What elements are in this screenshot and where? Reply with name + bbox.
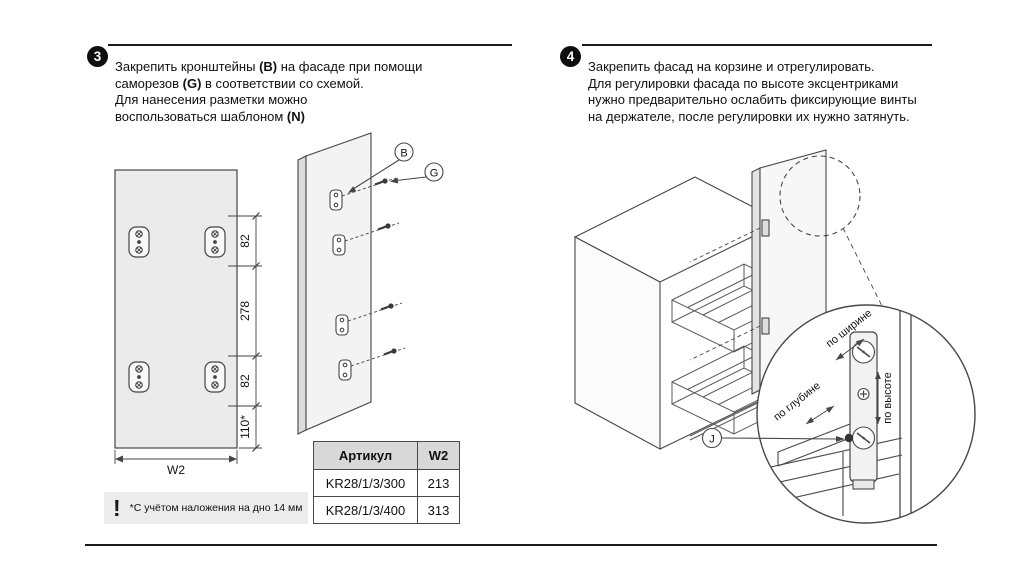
width-dimension xyxy=(114,450,238,464)
w2-cell: 213 xyxy=(417,469,460,497)
front-view-diagram: 82 278 82 110* W2 xyxy=(114,169,262,477)
label-g: G xyxy=(430,168,439,180)
label-b: B xyxy=(400,148,407,160)
table-row: KR28/1/3/300 213 xyxy=(313,469,460,497)
height-adjust-label: по высоте xyxy=(882,372,894,423)
w2-cell: 313 xyxy=(417,496,460,524)
screw-guide-lines xyxy=(341,177,406,367)
step-4-divider xyxy=(582,44,932,46)
bracket xyxy=(128,226,150,258)
dim-82-top-label: 82 xyxy=(238,234,252,248)
text-line: саморезов (G) в соответствии со схемой. xyxy=(115,75,364,91)
screw xyxy=(380,303,394,311)
dim-110-label: 110* xyxy=(238,415,252,439)
bracket xyxy=(329,189,343,211)
article-table: Артикул W2 KR28/1/3/300 213 KR28/1/3/400… xyxy=(313,441,460,524)
bracket xyxy=(335,314,349,336)
bracket xyxy=(204,361,226,393)
dim-278-label: 278 xyxy=(238,301,252,321)
text-line: Для регулировки фасада по высоте эксцент… xyxy=(588,75,899,91)
callout-b xyxy=(348,142,414,193)
step-4-instructions: Закрепить фасад на корзине и отрегулиров… xyxy=(588,59,933,125)
table-header-article: Артикул xyxy=(313,441,418,470)
facade-panel xyxy=(114,169,238,449)
footnote-text: *С учётом наложения на дно 14 мм xyxy=(129,502,303,514)
table-row: KR28/1/3/400 313 xyxy=(313,496,460,524)
screw-head xyxy=(844,433,854,443)
screw xyxy=(377,223,391,231)
dim-82-bottom-label: 82 xyxy=(238,374,252,388)
table-header-w2: W2 xyxy=(417,441,460,470)
screw xyxy=(374,178,388,186)
text-line: Для нанесения разметки можно xyxy=(115,92,308,107)
article-cell: KR28/1/3/300 xyxy=(313,469,418,497)
panel-face xyxy=(305,132,372,431)
article-cell: KR28/1/3/400 xyxy=(313,496,418,524)
exclamation-icon: ! xyxy=(113,494,121,521)
text-line: Закрепить фасад на корзине и отрегулиров… xyxy=(588,59,875,74)
screw xyxy=(383,348,397,356)
facade-mount xyxy=(761,219,770,237)
text-line: воспользоваться шаблоном (N) xyxy=(115,108,305,124)
text-line: на держателе, после регулировки их нужно… xyxy=(588,108,910,124)
page-bottom-divider xyxy=(85,544,937,546)
dim-w2-label: W2 xyxy=(167,463,185,477)
footnote: ! *С учётом наложения на дно 14 мм xyxy=(104,492,308,524)
step-3-divider xyxy=(108,44,512,46)
panel-edge xyxy=(297,155,307,435)
dimension-chain xyxy=(228,212,262,452)
text-line: нужно предварительно ослабить фиксирующи… xyxy=(588,92,917,107)
assembly-diagram: J по ширине по высоте по глубине xyxy=(573,149,976,524)
cabinet-carcass xyxy=(573,176,784,450)
step-3-instructions: Закрепить кронштейны (B) на фасаде при п… xyxy=(115,59,455,125)
callout-g xyxy=(390,162,444,184)
adjustment-arrows xyxy=(805,338,881,425)
callout-j xyxy=(701,427,845,449)
bracket xyxy=(338,359,352,381)
bracket xyxy=(332,234,346,256)
bracket xyxy=(204,226,226,258)
adjustment-zone-circle xyxy=(779,155,861,237)
facade-side-diagram: B G xyxy=(297,132,444,435)
bracket xyxy=(128,361,150,393)
facade-mount xyxy=(761,317,770,335)
text-line: Закрепить кронштейны (B) на фасаде при п… xyxy=(115,59,423,74)
step-4-number: 4 xyxy=(560,46,581,67)
step-3-number: 3 xyxy=(87,46,108,67)
label-j: J xyxy=(709,434,715,446)
